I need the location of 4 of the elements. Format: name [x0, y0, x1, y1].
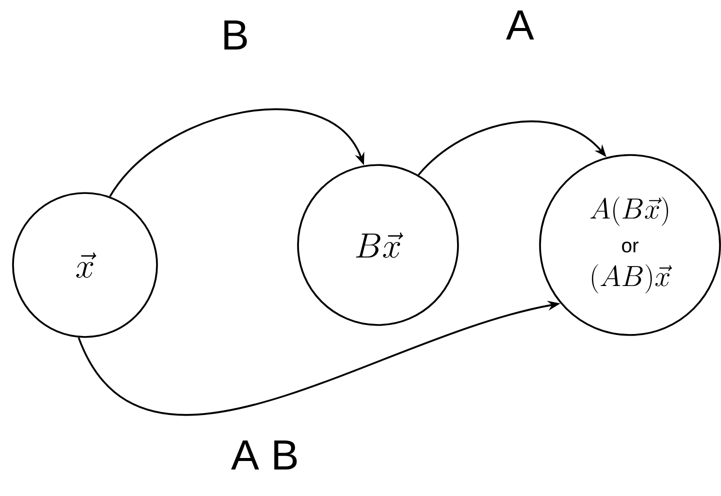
edge-label: A — [503, 8, 537, 42]
edge-label: A B — [228, 438, 302, 472]
arrow — [109, 108, 364, 198]
edge-label: B — [218, 18, 252, 52]
